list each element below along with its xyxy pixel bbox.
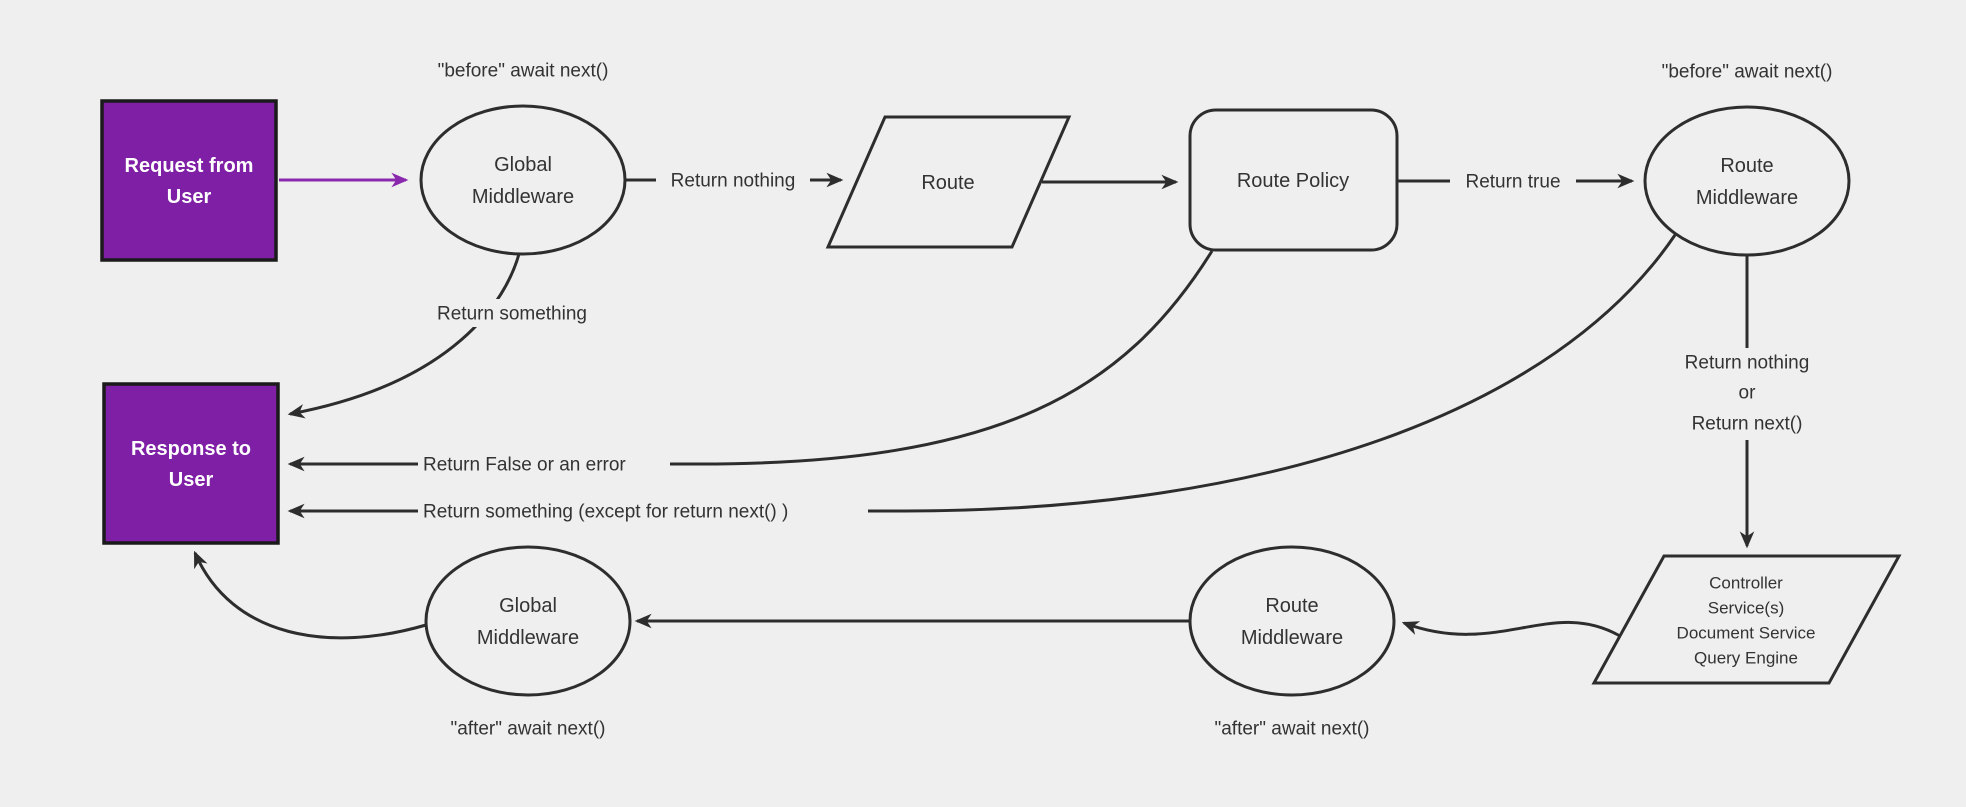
edge-label-text: Return something xyxy=(437,304,587,325)
route-middleware-top-ellipse xyxy=(1643,105,1851,257)
annotation-before-await-next: "before" await next() xyxy=(1662,62,1833,83)
node-global-middleware-top: Global Middleware "before" await next() xyxy=(419,61,627,256)
node-response-to-user: Response to User xyxy=(102,382,280,545)
label-bg xyxy=(418,497,868,525)
edge-label-text: Return False or an error xyxy=(423,455,626,476)
label-bg xyxy=(1665,348,1829,440)
edge-label-return-nothing-or-next: Return nothing or Return next() xyxy=(1665,348,1829,440)
label-bg xyxy=(656,166,810,194)
node-label: Route xyxy=(1265,595,1318,617)
node-label: Middleware xyxy=(472,186,574,208)
node-label: Document Service xyxy=(1677,624,1816,643)
node-label: Response to xyxy=(131,438,251,460)
node-label: Route Policy xyxy=(1237,170,1349,192)
node-request-from-user: Request from User xyxy=(100,99,278,262)
route-policy-rect xyxy=(1188,108,1399,252)
edge-label-text: Return next() xyxy=(1692,414,1803,435)
edge-label-return-false-or-error: Return False or an error xyxy=(418,450,670,478)
edge-controller-to-route-middleware-bottom xyxy=(1401,621,1621,638)
controller-parallelogram xyxy=(1591,554,1902,685)
edge-label-return-something-except: Return something (except for return next… xyxy=(418,497,868,525)
label-bg xyxy=(424,299,600,327)
node-label: Middleware xyxy=(1696,187,1798,209)
node-global-middleware-bottom: Global Middleware "after" await next() xyxy=(424,545,632,740)
node-label: Middleware xyxy=(477,627,579,649)
node-route-middleware-bottom: Route Middleware "after" await next() xyxy=(1188,545,1396,740)
edge-label-return-something: Return something xyxy=(424,299,600,327)
annotation-after-await-next: "after" await next() xyxy=(1215,719,1370,740)
node-label: Request from xyxy=(125,155,254,177)
edge-label-return-true: Return true xyxy=(1450,167,1576,195)
node-route-policy: Route Policy xyxy=(1188,108,1399,252)
edge-route-middleware-to-response xyxy=(287,234,1677,519)
route-middleware-bottom-ellipse xyxy=(1188,545,1396,697)
node-label: Controller xyxy=(1709,574,1783,593)
edge-route-policy-to-response xyxy=(287,250,1214,472)
node-route: Route xyxy=(825,115,1072,249)
node-label: User xyxy=(169,469,214,491)
node-label: Route xyxy=(921,172,974,194)
edge-global-middleware-bottom-to-response xyxy=(193,550,427,640)
edge-label-text: Return true xyxy=(1465,172,1560,193)
edge-label-text: or xyxy=(1739,383,1757,404)
global-middleware-bottom-ellipse xyxy=(424,545,632,697)
route-parallelogram xyxy=(825,115,1072,249)
edge-label-return-nothing: Return nothing xyxy=(656,166,810,194)
node-label: Global xyxy=(494,154,552,176)
edge-global-middleware-to-response xyxy=(287,253,521,419)
node-label: Query Engine xyxy=(1694,649,1798,668)
node-label: Route xyxy=(1720,155,1773,177)
annotation-after-await-next: "after" await next() xyxy=(451,719,606,740)
label-bg xyxy=(1450,167,1576,195)
node-label: Global xyxy=(499,595,557,617)
label-bg xyxy=(418,450,670,478)
annotation-before-await-next: "before" await next() xyxy=(438,61,609,82)
global-middleware-top-ellipse xyxy=(419,104,627,256)
response-to-user-box xyxy=(102,382,280,545)
request-from-user-box xyxy=(100,99,278,262)
edge-label-text: Return nothing xyxy=(1685,353,1810,374)
node-route-middleware-top: Route Middleware "before" await next() xyxy=(1643,62,1851,257)
edge-label-text: Return nothing xyxy=(671,171,796,192)
node-label: Middleware xyxy=(1241,627,1343,649)
node-label: User xyxy=(167,186,212,208)
node-controller-services: Controller Service(s) Document Service Q… xyxy=(1591,554,1902,685)
node-label: Service(s) xyxy=(1708,599,1785,618)
edge-label-text: Return something (except for return next… xyxy=(423,502,788,523)
